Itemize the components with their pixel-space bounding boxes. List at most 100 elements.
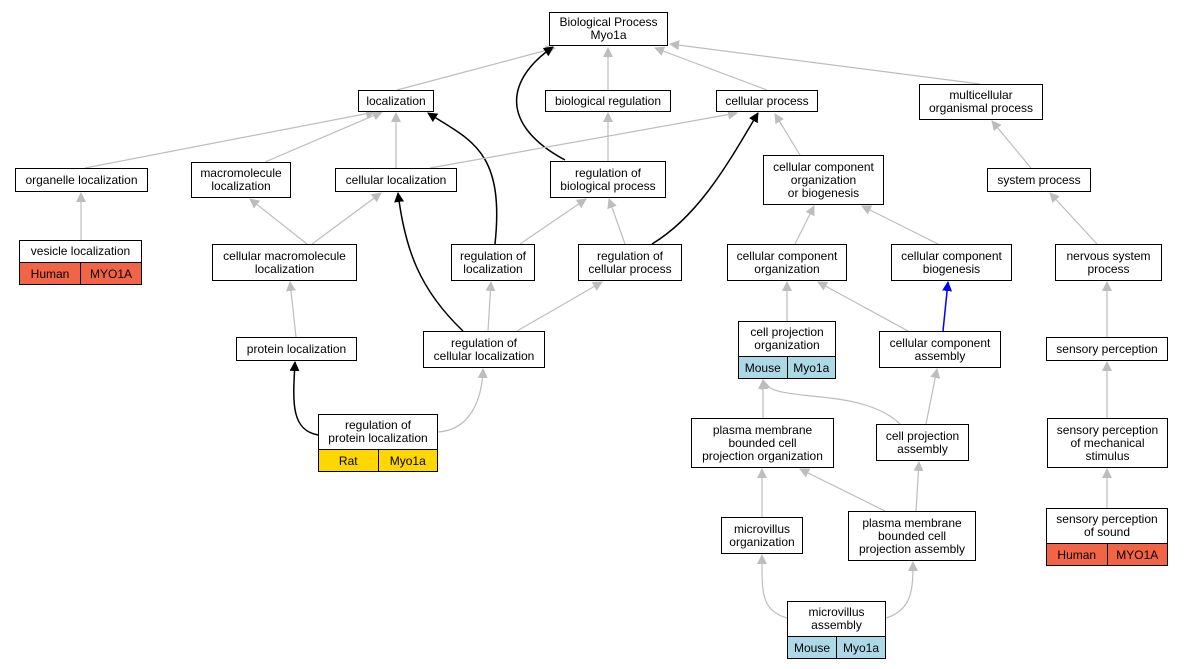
go-term-cellproc[interactable]: cellular process <box>716 90 818 112</box>
go-term-label: sensory perception of mechanical stimulu… <box>1056 422 1159 463</box>
edge-macroloc-to-loc <box>264 110 383 163</box>
edge-multi-to-bp <box>669 40 981 85</box>
go-term-pmbcpo[interactable]: plasma membrane bounded cell projection … <box>691 418 834 468</box>
annotation-row: Human MYO1A <box>20 262 141 284</box>
go-term-regloc[interactable]: regulation of localization <box>451 244 535 281</box>
go-term-sysproc[interactable]: system process <box>987 168 1091 192</box>
go-term-orgloc[interactable]: organelle localization <box>15 168 148 192</box>
gene-label: Myo1a <box>836 637 885 658</box>
edge-loc-to-bp <box>396 45 556 91</box>
edge-microasm-to-pmbcpa <box>885 561 918 619</box>
go-term-label: macromolecule localization <box>200 166 282 193</box>
species-label: Rat <box>338 453 358 468</box>
gene-label: MYO1A <box>80 263 141 284</box>
edge-cellmacro-to-macroloc <box>249 198 308 245</box>
species-label: Mouse <box>793 640 831 655</box>
go-term-label: vesicle localization <box>30 244 131 258</box>
go-term-label: cellular component organization or bioge… <box>773 159 874 200</box>
go-term-label: regulation of localization <box>459 248 527 276</box>
species-label: Human <box>1057 547 1097 562</box>
edge-pmbcpa-to-cellprojasm <box>913 461 924 512</box>
go-term-pmbcpa[interactable]: plasma membrane bounded cell projection … <box>848 511 976 561</box>
go-term-label: organelle localization <box>25 172 138 187</box>
go-term-label: biological regulation <box>554 93 662 108</box>
go-term-label: cellular macromolecule localization <box>223 248 346 276</box>
go-term-regcell[interactable]: regulation of cellular process <box>578 244 682 281</box>
edge-cellmacro-to-cellloc <box>311 192 382 245</box>
go-term-cellloc[interactable]: cellular localization <box>335 168 457 192</box>
edge-regprot-to-regcellloc <box>437 368 488 433</box>
edge-regprot-to-protloc <box>289 361 319 436</box>
go-term-ccorg[interactable]: cellular component organization <box>727 244 847 281</box>
edge-orgloc-to-loc <box>84 108 376 169</box>
go-term-label: cellular component assembly <box>889 335 991 363</box>
edge-pmbcpa-to-pmbcpo <box>799 468 886 512</box>
go-term-mech[interactable]: sensory perception of mechanical stimulu… <box>1047 418 1168 468</box>
go-term-bioreg[interactable]: biological regulation <box>545 90 671 112</box>
go-term-sensory[interactable]: sensory perception <box>1046 337 1168 361</box>
edge-regcellloc-to-regloc <box>485 281 496 332</box>
go-term-macroloc[interactable]: macromolecule localization <box>191 162 291 198</box>
annotation-row: Human MYO1A <box>1047 543 1167 565</box>
edge-cellprojasm-to-cellproj <box>760 379 901 425</box>
go-term-microorg[interactable]: microvillus organization <box>721 517 803 554</box>
go-term-regbio[interactable]: regulation of biological process <box>550 161 666 198</box>
go-term-bp[interactable]: Biological Process Myo1a <box>549 12 668 46</box>
edge-microasm-to-microorg <box>756 554 788 619</box>
go-term-label: regulation of cellular process <box>588 248 672 276</box>
go-term-nervous[interactable]: nervous system process <box>1055 244 1162 281</box>
edge-regloc-to-loc <box>427 112 498 245</box>
go-term-ccob[interactable]: cellular component organization or bioge… <box>763 155 884 205</box>
go-term-loc[interactable]: localization <box>358 90 434 112</box>
go-term-label: regulation of protein localization <box>328 418 428 445</box>
go-term-label: cellular component biogenesis <box>901 248 1002 276</box>
go-term-label: microvillus organization <box>729 521 795 549</box>
go-term-protloc[interactable]: protein localization <box>236 337 357 361</box>
gene-label: MYO1A <box>1106 544 1168 565</box>
go-term-label: microvillus assembly <box>808 605 865 632</box>
edge-sysproc-to-multi <box>991 120 1032 169</box>
go-term-label: protein localization <box>246 341 347 356</box>
go-term-ccasm[interactable]: cellular component assembly <box>879 331 1001 368</box>
go-term-label: regulation of biological process <box>560 165 656 193</box>
edge-ccasm-to-ccbio <box>942 281 953 332</box>
go-term-multi[interactable]: multicellular organismal process <box>919 84 1043 120</box>
go-term-ccbio[interactable]: cellular component biogenesis <box>891 244 1012 281</box>
annotation-row: Rat Myo1a <box>319 449 437 471</box>
gene-label: Myo1a <box>377 450 438 471</box>
edge-cellloc-to-cellproc <box>429 109 738 169</box>
go-term-label: plasma membrane bounded cell projection … <box>858 515 966 556</box>
go-term-label: cellular process <box>725 93 809 108</box>
go-term-cellmacro[interactable]: cellular macromolecule localization <box>212 244 357 281</box>
go-term-label: nervous system process <box>1066 248 1151 276</box>
go-term-label: cell projection assembly <box>885 428 960 456</box>
edge-regcell-to-regbio <box>607 198 626 245</box>
go-term-label: cell projection organization <box>750 325 824 352</box>
go-term-label: multicellular organismal process <box>928 88 1034 115</box>
edge-ccasm-to-ccorg <box>817 281 909 332</box>
edge-regcell-to-cellproc <box>651 112 759 245</box>
edge-regcellloc-to-regcell <box>516 281 603 332</box>
edge-regcellloc-to-cellloc <box>394 192 464 332</box>
go-term-regcellloc[interactable]: regulation of cellular localization <box>423 331 545 368</box>
annotation-row: Mouse Myo1a <box>788 636 885 658</box>
edge-ccbio-to-ccob <box>861 205 939 245</box>
go-term-label: regulation of cellular localization <box>433 335 535 363</box>
go-term-cellprojasm[interactable]: cell projection assembly <box>876 424 969 461</box>
go-term-label: cellular localization <box>345 172 447 187</box>
gene-label: Myo1a <box>786 357 836 378</box>
go-term-label: plasma membrane bounded cell projection … <box>702 422 823 463</box>
go-term-label: localization <box>366 93 426 108</box>
edge-protloc-to-cellmacro <box>286 281 297 338</box>
edge-ccorg-to-ccob <box>794 205 815 245</box>
edge-cellprojasm-to-ccasm <box>925 368 941 425</box>
species-label: Human <box>30 266 70 281</box>
